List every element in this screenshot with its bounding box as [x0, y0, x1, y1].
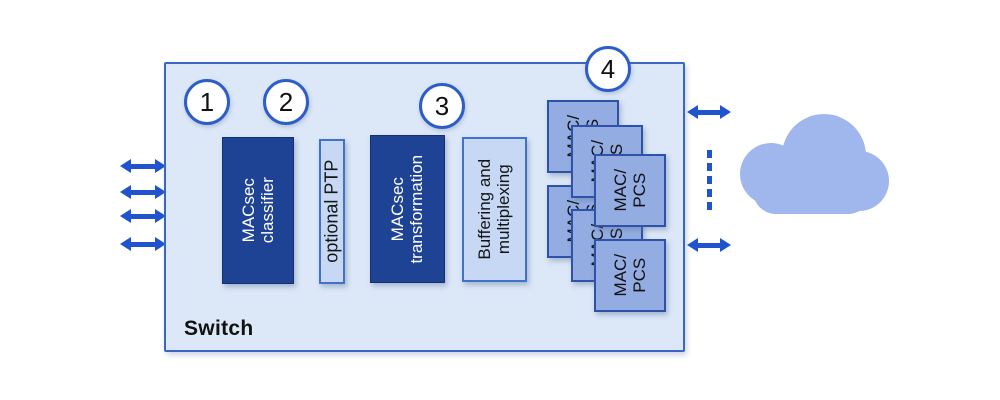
mac-pcs-block: MAC/ PCS	[594, 239, 666, 312]
bidirectional-arrow-icon	[120, 185, 166, 199]
bidirectional-arrow-icon	[120, 209, 166, 223]
macsec-transformation-label: MACsec transformation	[388, 154, 427, 264]
callout-4: 4	[585, 46, 631, 92]
optional-ptp-block: optional PTP	[319, 139, 345, 284]
mac-pcs-label: MAC/ PCS	[610, 169, 649, 212]
callout-3: 3	[419, 83, 465, 129]
callout-1: 1	[184, 79, 230, 125]
macsec-classifier-label: MACsec classifier	[238, 177, 277, 244]
buffering-multiplexing-block: Buffering and multiplexing	[462, 137, 527, 282]
callout-2: 2	[263, 79, 309, 125]
switch-label: Switch	[184, 317, 254, 340]
network-cloud-icon	[740, 114, 889, 214]
bidirectional-arrow-icon	[687, 238, 731, 252]
mac-pcs-label: MAC/ PCS	[610, 254, 649, 297]
switch-block: MACsec classifier optional PTP MACsec tr…	[164, 46, 685, 352]
callout-3-number: 3	[434, 90, 450, 121]
callout-4-number: 4	[600, 53, 616, 84]
bidirectional-arrow-icon	[120, 237, 166, 251]
buffering-multiplexing-label: Buffering and multiplexing	[475, 159, 514, 260]
mac-pcs-block: MAC/ PCS	[594, 154, 666, 227]
callout-1-number: 1	[199, 86, 215, 117]
bidirectional-arrow-icon	[687, 105, 731, 119]
callout-2-number: 2	[278, 86, 294, 117]
macsec-classifier-block: MACsec classifier	[222, 137, 294, 284]
optional-ptp-label: optional PTP	[321, 159, 342, 264]
ports-ellipsis-icon	[707, 150, 712, 212]
bidirectional-arrow-icon	[120, 159, 166, 173]
macsec-transformation-block: MACsec transformation	[370, 135, 445, 283]
